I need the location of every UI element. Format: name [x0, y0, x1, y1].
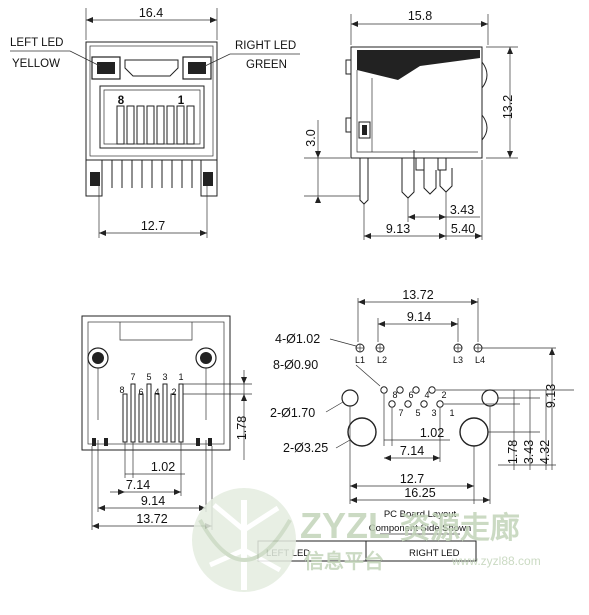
side-pinrow2-dim: 5.40 — [451, 222, 475, 236]
right-led-label: RIGHT LED — [235, 40, 296, 52]
led-label-l2: L2 — [377, 355, 387, 365]
pcb-dim-127: 12.7 — [400, 472, 424, 486]
left-led-color: YELLOW — [12, 58, 60, 70]
pcb-dim-714: 7.14 — [400, 444, 424, 458]
pcb-pin-6: 6 — [408, 390, 413, 400]
front-pitch-dim: 12.7 — [141, 219, 165, 233]
led-label-l1: L1 — [355, 355, 365, 365]
signal-holes — [380, 386, 444, 408]
pcb-dim-102: 1.02 — [420, 426, 444, 440]
side-pinrow-dim: 9.13 — [386, 222, 410, 236]
led-holes — [355, 343, 483, 353]
front-view: 16.4 8 1 — [10, 6, 300, 238]
bottom-dim-178: 1.78 — [235, 416, 249, 440]
front-width-dim: 16.4 — [139, 6, 163, 20]
bottom-pins — [122, 383, 184, 443]
watermark-brand: ZYZL — [300, 505, 390, 546]
side-depth-dim: 15.8 — [408, 9, 432, 23]
pcb-pin-4: 4 — [424, 390, 429, 400]
led-label-l3: L3 — [453, 355, 463, 365]
bottom-pin-8: 8 — [119, 385, 124, 395]
bottom-pin-1: 1 — [178, 372, 183, 382]
led-holes-callout: 4-Ø1.02 — [275, 332, 320, 346]
pcb-pin-7: 7 — [398, 408, 403, 418]
bottom-dim-102: 1.02 — [151, 460, 175, 474]
led-label-l4: L4 — [475, 355, 485, 365]
bottom-pin-5: 5 — [146, 372, 151, 382]
bottom-dim-1372: 13.72 — [136, 512, 167, 526]
side-view: 15.8 13.2 3.0 — [304, 9, 518, 240]
left-led-label: LEFT LED — [10, 37, 63, 49]
front-pin8-label: 8 — [118, 95, 125, 107]
watermark: ZYZL 资源走廊 信息平台 www.zyzl88.com — [192, 488, 541, 592]
bottom-dim-714: 7.14 — [126, 478, 150, 492]
pcb-caption-1: PC Board Layout — [384, 509, 457, 520]
pcb-right-led: RIGHT LED — [409, 548, 460, 559]
right-led-color: GREEN — [246, 59, 287, 71]
bottom-pin-2: 2 — [171, 387, 176, 397]
watermark-url: www.zyzl88.com — [451, 554, 541, 568]
signal-holes-callout: 8-Ø0.90 — [273, 358, 318, 372]
small-holes-callout: 2-Ø1.70 — [270, 406, 315, 420]
bottom-pin-4: 4 — [154, 387, 159, 397]
bottom-dim-914: 9.14 — [141, 494, 165, 508]
pcb-pin-3: 3 — [431, 408, 436, 418]
right-led-window — [188, 62, 206, 74]
left-led-window — [97, 62, 115, 74]
bottom-pin-3: 3 — [162, 372, 167, 382]
front-contacts — [116, 105, 195, 145]
bottom-view: 7 5 3 1 8 6 4 2 1.78 1.02 7.14 — [81, 315, 252, 530]
large-holes-callout: 2-Ø3.25 — [283, 441, 328, 455]
side-height-dim: 13.2 — [501, 95, 515, 119]
pcb-dim-1625: 16.25 — [404, 486, 435, 500]
front-pins — [111, 160, 193, 188]
pcb-dim-913: 9.13 — [544, 384, 558, 408]
pcb-dim-1372: 13.72 — [402, 288, 433, 302]
pcb-pin-2: 2 — [441, 390, 446, 400]
pcb-layout: 13.72 9.14 L1 L2 L3 L4 4-Ø1.02 8-Ø0.90 — [257, 288, 574, 562]
pcb-pin-1: 1 — [449, 408, 454, 418]
watermark-subtitle: 信息平台 — [304, 549, 384, 573]
pcb-dim-432: 4.32 — [538, 440, 552, 464]
side-standoff-dim: 3.0 — [304, 129, 318, 146]
pcb-dim-343: 3.43 — [522, 440, 536, 464]
pcb-dim-914: 9.14 — [407, 310, 431, 324]
watermark-title: 资源走廊 — [400, 511, 520, 545]
side-post-dim: 3.43 — [450, 203, 474, 217]
pcb-pin-5: 5 — [415, 408, 420, 418]
pcb-caption-2: Component Side Shown — [369, 523, 471, 534]
pcb-pin-8: 8 — [392, 390, 397, 400]
bottom-pin-7: 7 — [130, 372, 135, 382]
bottom-pin-6: 6 — [138, 387, 143, 397]
pcb-dim-178: 1.78 — [506, 440, 520, 464]
watermark-logo-icon — [192, 488, 296, 592]
front-pin1-label: 1 — [178, 95, 185, 107]
